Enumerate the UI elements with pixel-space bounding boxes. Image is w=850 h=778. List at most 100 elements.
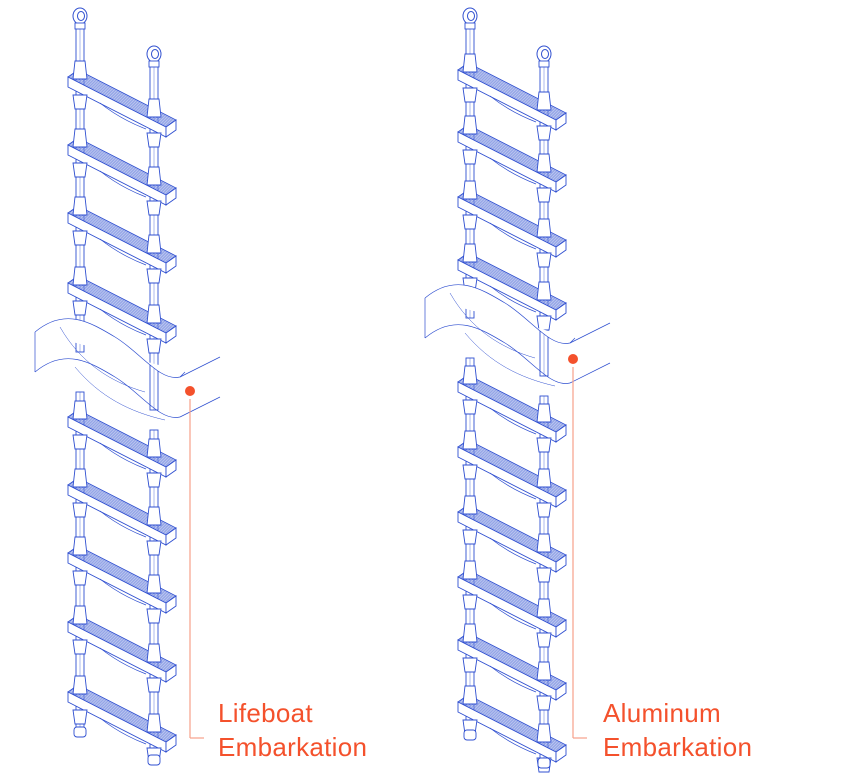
- break-wave: [424, 284, 576, 344]
- rail-clamp: [72, 502, 88, 518]
- step-end: [165, 734, 177, 753]
- step-underside: [489, 222, 537, 250]
- rail-clamp: [536, 281, 552, 301]
- rail-clamp: [146, 268, 162, 284]
- step-underside: [99, 238, 147, 266]
- aluminum-embarkation-ladder: [424, 7, 611, 773]
- step-underside: [99, 578, 147, 606]
- break-wave: [424, 324, 571, 384]
- rail-clamp: [146, 132, 162, 148]
- rail-clamp: [462, 243, 478, 263]
- ladder-step: [457, 53, 567, 141]
- callout-dot: [568, 354, 578, 364]
- rail-clamp: [146, 200, 162, 216]
- rail-foot: [147, 754, 161, 766]
- ladder-step: [457, 365, 567, 453]
- step-end: [555, 112, 567, 131]
- label-lifeboat-embarkation: Lifeboat Embarkation: [218, 696, 367, 764]
- rail-clamp: [146, 643, 162, 663]
- rail-clamp: [462, 399, 478, 415]
- rail-clamp: [146, 98, 162, 118]
- rail-clamp: [536, 567, 552, 583]
- step-underside: [489, 602, 537, 630]
- rail-clamp: [72, 162, 88, 178]
- label-line-1: Lifeboat: [218, 698, 313, 728]
- rail-clamp: [536, 437, 552, 453]
- rail-clamp: [72, 536, 88, 556]
- step-end: [555, 174, 567, 193]
- rail-clamp: [72, 434, 88, 450]
- rail-clamp: [72, 709, 88, 725]
- rail-clamp: [462, 464, 478, 480]
- rail-clamp: [146, 506, 162, 526]
- rail-foot: [73, 726, 87, 738]
- step-end: [555, 302, 567, 321]
- step-underside: [489, 727, 537, 755]
- step-underside: [99, 647, 147, 675]
- step-end: [555, 682, 567, 701]
- label-line-1: Aluminum: [603, 698, 721, 728]
- ladder-step: [67, 128, 177, 216]
- callout-dot: [185, 386, 195, 396]
- rail-hook: [536, 45, 552, 68]
- rail-clamp: [146, 338, 162, 354]
- ladder-step: [457, 495, 567, 583]
- rail-hook: [462, 7, 478, 30]
- rail-clamp: [72, 128, 88, 148]
- rail-foot: [537, 757, 551, 769]
- rail-clamp: [146, 540, 162, 556]
- rail-clamp: [462, 594, 478, 610]
- step-underside: [99, 717, 147, 745]
- rail-clamp: [536, 91, 552, 111]
- rail-clamp: [462, 560, 478, 580]
- rail-clamp: [462, 657, 478, 673]
- step-underside: [489, 472, 537, 500]
- break-section: [424, 284, 611, 387]
- rail-clamp: [72, 400, 88, 420]
- rail-clamp: [536, 252, 552, 268]
- rail-clamp: [462, 214, 478, 230]
- step-end: [165, 595, 177, 614]
- ladder-step: [457, 560, 567, 648]
- rail-clamp: [462, 623, 478, 643]
- ladder-step: [67, 468, 177, 556]
- rail-clamp: [146, 608, 162, 624]
- rail-clamp: [462, 53, 478, 73]
- step-underside: [99, 442, 147, 470]
- rail-clamp: [146, 304, 162, 324]
- ladder-step: [457, 115, 567, 203]
- rail-foot: [463, 729, 477, 741]
- rail-clamp: [536, 695, 552, 711]
- callout-0: [185, 386, 204, 739]
- rail-clamp: [536, 403, 552, 423]
- rail-clamp: [462, 115, 478, 135]
- rail-clamp: [536, 723, 552, 743]
- label-line-2: Embarkation: [603, 732, 753, 762]
- ladder-step: [67, 675, 177, 763]
- rail-clamp: [536, 598, 552, 618]
- ladder-step: [457, 180, 567, 268]
- step-underside: [489, 157, 537, 185]
- ladder-step: [457, 623, 567, 711]
- step-end: [165, 527, 177, 546]
- step-end: [165, 187, 177, 206]
- rail-clamp: [72, 94, 88, 110]
- rail-clamp: [146, 438, 162, 458]
- rail-clamp: [536, 153, 552, 173]
- rail-clamp: [462, 365, 478, 385]
- step-underside: [99, 510, 147, 538]
- ladder-step: [67, 536, 177, 624]
- rail-clamp: [462, 180, 478, 200]
- step-end: [165, 459, 177, 478]
- lifeboat-embarkation-ladder: [34, 7, 221, 766]
- step-end: [555, 619, 567, 638]
- ladder-step: [67, 400, 177, 488]
- rail-clamp: [72, 468, 88, 488]
- rail-clamp: [462, 495, 478, 515]
- rail-clamp: [72, 196, 88, 216]
- step-underside: [99, 170, 147, 198]
- rail-clamp: [536, 533, 552, 553]
- step-end: [555, 239, 567, 258]
- rail-clamp: [536, 632, 552, 648]
